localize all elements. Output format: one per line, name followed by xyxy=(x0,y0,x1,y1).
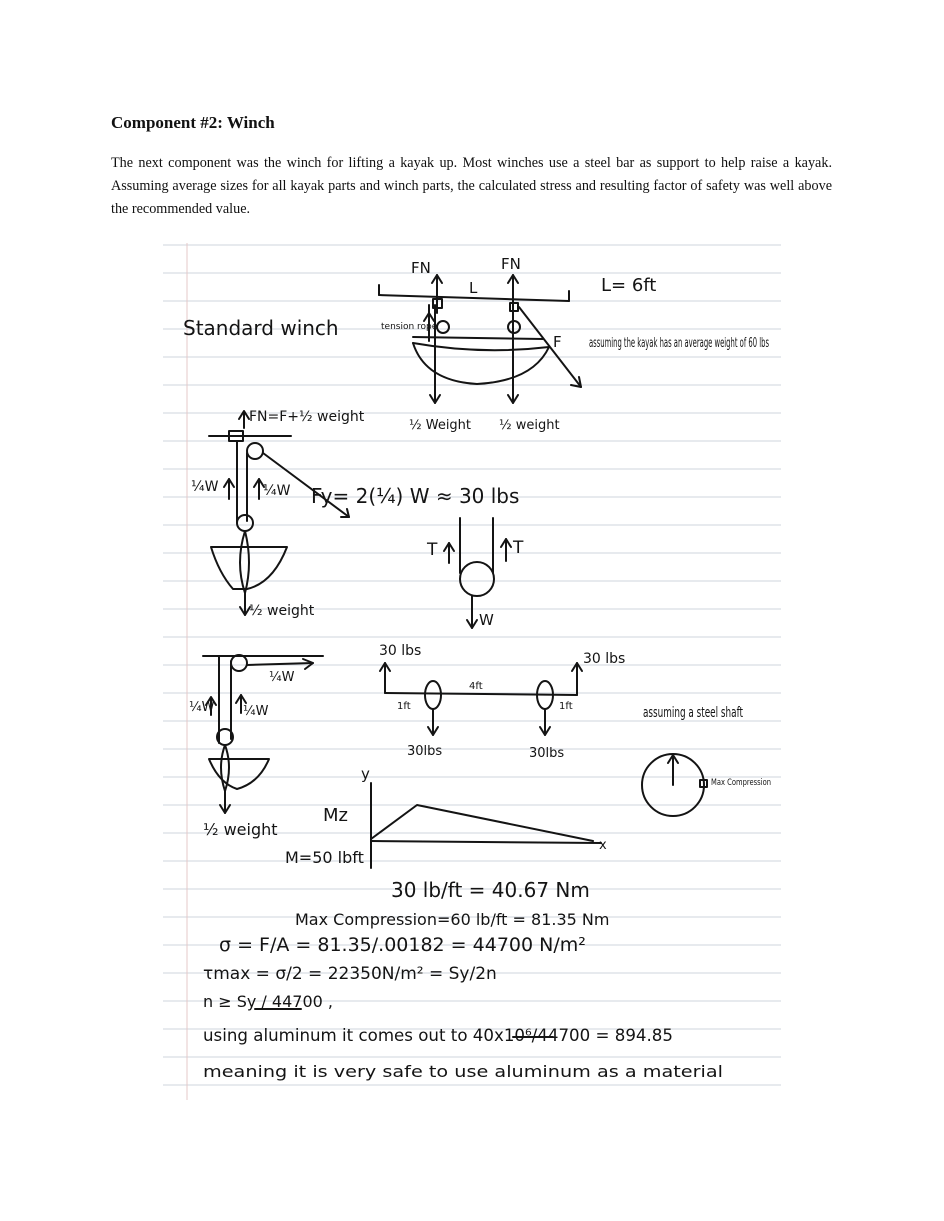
beam-right-load: 30lbs xyxy=(529,746,564,761)
moment-x-axis: x xyxy=(599,838,607,853)
steel-shaft-diagram xyxy=(641,753,708,817)
max-moment: M=50 lbft xyxy=(285,848,364,867)
second-top-label: ¼W xyxy=(269,670,295,685)
pulley-diagram xyxy=(208,410,350,616)
beam-left-offset: 1ft xyxy=(397,701,411,712)
second-half-weight: ½ weight xyxy=(203,820,278,839)
handwritten-notes-scan: Standard winch FN FN L L= 6ft tension ro… xyxy=(163,243,781,1100)
pull-force-label: F xyxy=(553,333,562,351)
weight-assumption: assuming the kayak has an average weight… xyxy=(589,336,769,351)
max-compression-label: Max Compression xyxy=(711,778,771,788)
calc-line-7: meaning it is very safe to use aluminum … xyxy=(203,1062,723,1081)
calc-line-3: σ = F/A = 81.35/.00182 = 44700 N/m² xyxy=(219,934,586,956)
moment-y-axis: y xyxy=(361,765,370,783)
second-left-label: ¼W xyxy=(189,700,215,715)
length-note: L= 6ft xyxy=(601,275,656,296)
force-label-left: FN xyxy=(411,259,431,277)
fbd-tension-left: T xyxy=(426,540,438,560)
pulley-half-weight: ½ weight xyxy=(249,603,315,619)
force-label-right: FN xyxy=(501,255,521,273)
rope-label: tension rope xyxy=(381,322,438,332)
left-tension: ¼W xyxy=(191,479,219,495)
beam-left-end-load: 30 lbs xyxy=(379,643,421,659)
top-winch-diagram xyxy=(378,274,582,404)
calc-line-5: n ≥ Sy / 44700 , xyxy=(203,992,333,1011)
beam-right-end-load: 30 lbs xyxy=(583,651,625,667)
second-right-label: ¼W xyxy=(243,704,269,719)
handwritten-text: Standard winch FN FN L L= 6ft tension ro… xyxy=(183,255,771,1081)
notes-title: Standard winch xyxy=(183,316,339,340)
free-body-diagram xyxy=(443,517,512,629)
fbd-weight: W xyxy=(479,611,494,629)
shaft-assumption: assuming a steel shaft xyxy=(643,705,743,721)
span-label: L xyxy=(469,279,478,297)
right-half-weight: ½ weight xyxy=(499,418,560,433)
normal-force-eq: FN=F+½ weight xyxy=(249,409,365,425)
second-pulley-diagram xyxy=(202,654,324,814)
calc-line-6: using aluminum it comes out to 40x10⁶/44… xyxy=(203,1026,673,1046)
calc-line-4: τmax = σ/2 = 22350N/m² = Sy/2n xyxy=(203,964,497,984)
beam-diagram xyxy=(379,662,583,736)
left-half-weight: ½ Weight xyxy=(409,418,471,433)
fbd-tension-right: T xyxy=(512,538,524,558)
calc-line-1: 30 lb/ft = 40.67 Nm xyxy=(391,878,590,902)
beam-middle-span: 4ft xyxy=(469,681,483,692)
moment-diagram xyxy=(370,782,602,869)
notebook-page: Standard winch FN FN L L= 6ft tension ro… xyxy=(163,243,781,1100)
right-tension: ¼W xyxy=(263,483,291,499)
beam-left-load: 30lbs xyxy=(407,744,442,759)
intro-paragraph: The next component was the winch for lif… xyxy=(111,155,832,217)
section-heading: Component #2: Winch xyxy=(111,113,275,132)
resultant-force: Fy= 2(¼) W ≈ 30 lbs xyxy=(311,484,519,508)
moment-series-label: Mz xyxy=(323,805,348,826)
calc-line-2: Max Compression=60 lb/ft = 81.35 Nm xyxy=(295,910,609,929)
beam-right-offset: 1ft xyxy=(559,701,573,712)
